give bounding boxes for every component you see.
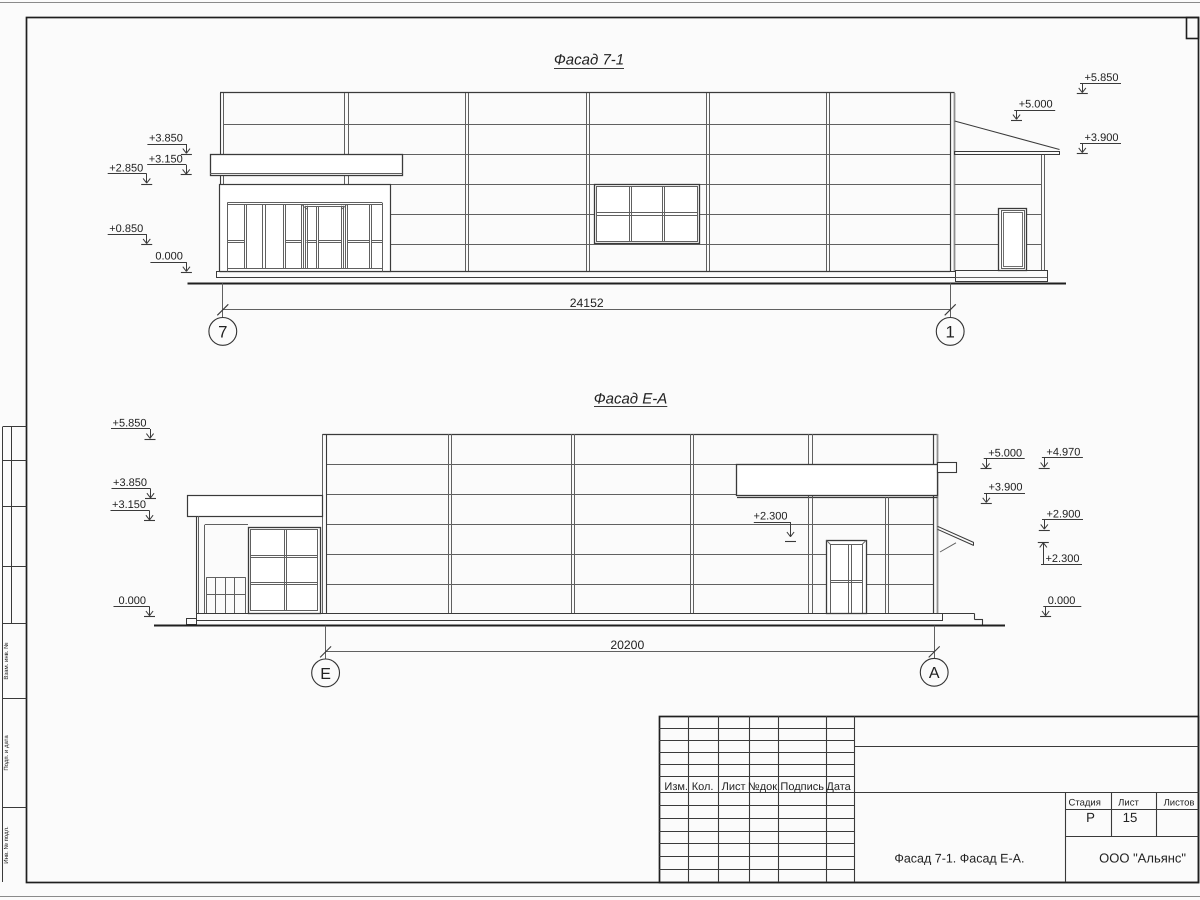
svg-text:Инв. № подл.: Инв. № подл. [3,826,10,864]
svg-text:+3.900: +3.900 [1085,132,1119,144]
svg-text:20200: 20200 [610,638,644,652]
svg-text:0.000: 0.000 [118,595,146,607]
svg-text:7: 7 [218,322,227,341]
svg-text:Взам. инв. №: Взам. инв. № [3,642,10,680]
svg-text:Изм.: Изм. [664,781,688,793]
svg-text:+5.850: +5.850 [113,418,147,430]
svg-text:+5.000: +5.000 [1019,99,1053,111]
svg-text:Подпись: Подпись [780,781,824,793]
svg-text:+5.850: +5.850 [1085,72,1119,84]
svg-text:Фасад 7-1. Фасад Е-А.: Фасад 7-1. Фасад Е-А. [894,852,1024,866]
svg-text:Лист: Лист [1118,798,1139,809]
svg-text:Дата: Дата [826,781,851,793]
svg-text:Подп. и дата: Подп. и дата [3,735,10,771]
svg-text:0.000: 0.000 [155,251,183,263]
svg-text:Фасад Е-А: Фасад Е-А [594,391,668,408]
svg-text:+0.850: +0.850 [109,223,143,235]
svg-text:+2.850: +2.850 [109,162,143,174]
svg-text:+3.850: +3.850 [149,133,183,145]
svg-text:+2.900: +2.900 [1047,508,1081,520]
svg-text:Фасад 7-1: Фасад 7-1 [554,52,624,69]
svg-text:+3.150: +3.150 [112,499,146,511]
svg-text:ООО "Альянс": ООО "Альянс" [1099,851,1186,866]
svg-text:+3.850: +3.850 [113,477,147,489]
svg-text:+5.000: +5.000 [988,447,1022,459]
svg-text:+4.970: +4.970 [1046,446,1080,458]
svg-text:+2.300: +2.300 [1046,553,1080,565]
svg-text:+3.900: +3.900 [989,482,1023,494]
svg-text:Лист: Лист [722,781,746,793]
svg-text:№док.: №док. [748,781,780,793]
svg-text:+3.150: +3.150 [149,153,183,165]
svg-text:0.000: 0.000 [1048,595,1076,607]
svg-text:Стадия: Стадия [1069,798,1101,809]
svg-text:Кол.: Кол. [692,781,714,793]
svg-text:Листов: Листов [1164,798,1195,809]
svg-text:15: 15 [1123,810,1138,825]
svg-text:Р: Р [1086,810,1095,825]
svg-text:А: А [929,665,940,682]
svg-text:1: 1 [946,322,955,341]
svg-text:+2.300: +2.300 [754,510,788,522]
svg-text:Е: Е [320,666,331,683]
svg-text:24152: 24152 [570,296,604,310]
